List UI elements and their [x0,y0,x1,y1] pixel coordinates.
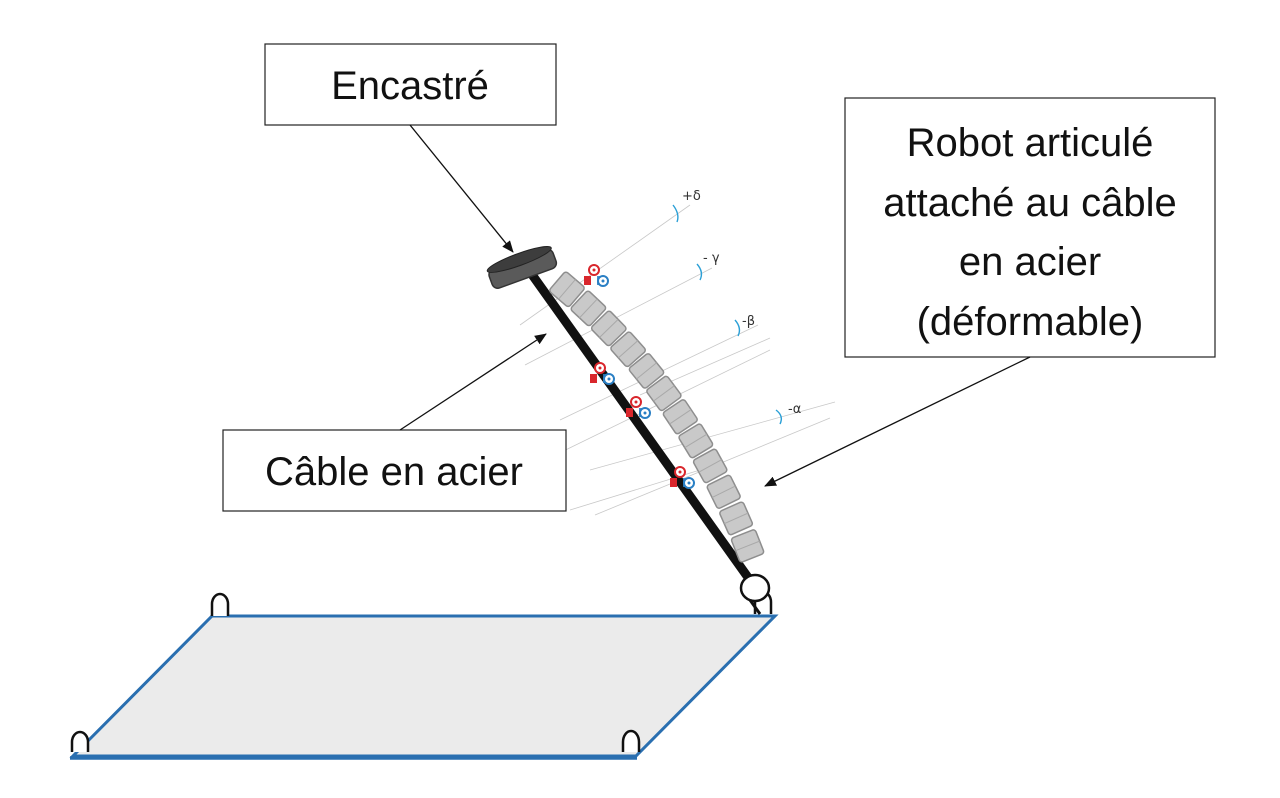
actuator-icon [670,466,695,489]
robot-module [730,529,765,563]
robot-module [706,474,741,509]
label-robot-line-1: Robot articulé [907,121,1154,165]
robot-module [646,375,682,412]
fixed-mount [486,246,558,289]
pointer-robot [764,356,1031,487]
robot-module [610,331,646,368]
ground-plate [69,590,779,760]
robot-module [719,501,754,536]
actuator-icon [584,264,609,287]
robot-module [628,353,665,389]
actuator-icon [626,396,651,419]
steel-cable [528,271,757,588]
pointer-fixed [409,124,514,253]
delta-arc [672,204,679,223]
label-fixed: Encastré [264,43,557,126]
pointer-cable [399,333,547,431]
alpha-arc [775,409,783,425]
plate-loop-icon [210,592,230,616]
robot-module [692,448,728,484]
label-fixed-text: Encastré [331,64,489,108]
angle-alpha-label: -α [788,402,801,417]
gamma-arc [696,263,703,281]
robot-module [662,399,698,435]
cable-anchor-icon [748,599,762,615]
beta-arc [734,319,741,337]
label-robot-line-3: en acier [959,240,1101,284]
angle-gamma-label: - γ [703,251,720,266]
cable-end-loop-icon [739,573,771,603]
robot-module [570,290,607,327]
label-robot-line-4: (déformable) [917,300,1144,344]
label-cable-text: Câble en acier [265,450,523,494]
robot-module [590,310,627,347]
robot-module [678,423,714,459]
robot-actuators [584,264,695,489]
angle-delta-label: +δ [682,189,701,204]
robot-module [549,271,585,308]
label-robot: Robot articulé attaché au câble en acier… [844,97,1216,358]
angle-beta-label: -β [742,314,755,329]
plate-loop-icon [621,729,641,752]
actuator-icon [590,362,615,385]
label-cable: Câble en acier [222,429,567,512]
label-robot-line-2: attaché au câble [883,181,1177,225]
plate-loop-icon [70,730,90,752]
articulated-robot [549,271,765,563]
